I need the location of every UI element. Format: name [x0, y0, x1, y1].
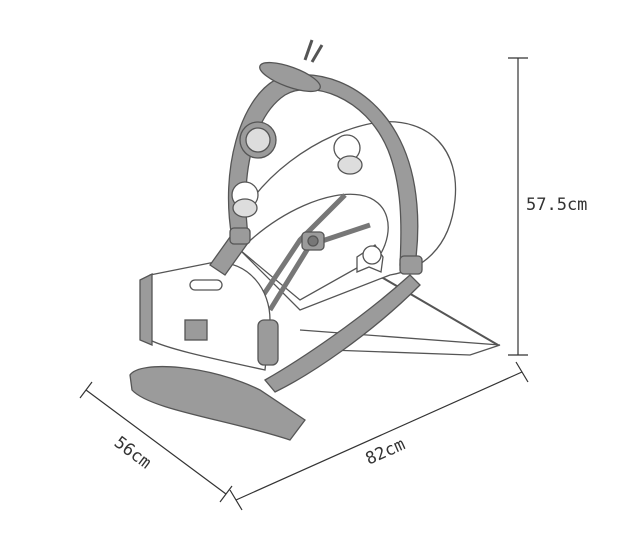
rocker-base — [129, 365, 306, 441]
side-frame — [264, 274, 421, 393]
length-dimension-line — [235, 371, 523, 501]
footrest — [149, 261, 271, 371]
mirror-toy — [259, 61, 321, 93]
depth-dimension-line — [85, 389, 227, 495]
height-label: 57.5cm — [526, 195, 588, 215]
dimension-lines — [79, 57, 529, 511]
